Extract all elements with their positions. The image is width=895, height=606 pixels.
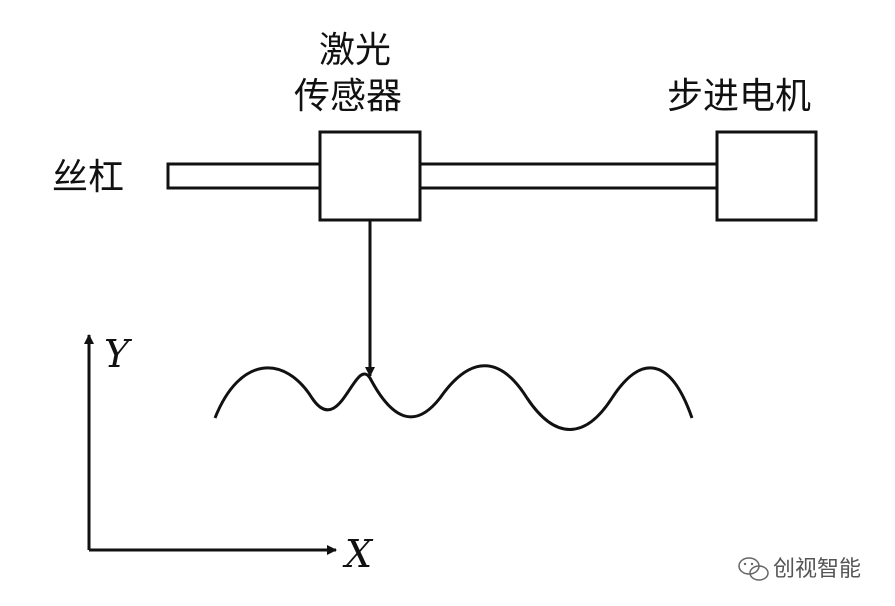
wechat-icon xyxy=(738,557,769,581)
stepper-motor-box xyxy=(715,130,818,222)
x-axis-label: X xyxy=(342,532,374,576)
stepper-motor-label: 步进电机 xyxy=(667,76,811,117)
y-axis-label: Y xyxy=(104,332,133,376)
lead-screw-rail-left xyxy=(166,162,322,190)
measured-surface-wave xyxy=(213,364,694,431)
watermark-text: 创视智能 xyxy=(773,557,861,582)
lead-screw-label: 丝杠 xyxy=(52,157,124,198)
lead-screw-rail-right xyxy=(418,162,720,190)
laser-sensor-label-line2: 传感器 xyxy=(294,76,402,117)
watermark: 创视智能 xyxy=(738,557,861,582)
laser-sensor-box xyxy=(318,130,422,222)
laser-sensor-label-line1: 激光 xyxy=(319,30,391,71)
